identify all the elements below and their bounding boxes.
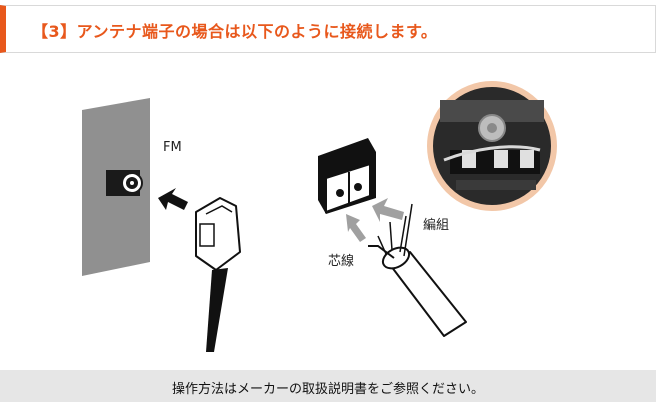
coax-cable <box>368 203 467 337</box>
section-heading-text: 【3】アンテナ端子の場合は以下のように接続します。 <box>32 22 438 41</box>
section-heading: 【3】アンテナ端子の場合は以下のように接続します。 <box>0 5 656 53</box>
fm-label: FM <box>163 140 182 155</box>
inset-photo <box>427 81 557 211</box>
arrow-braid <box>372 198 404 222</box>
footer-note-text: 操作方法はメーカーの取扱説明書をご参照ください。 <box>171 382 484 397</box>
arrow-core <box>346 214 366 242</box>
antenna-plug <box>195 197 241 352</box>
footer-note: 操作方法はメーカーの取扱説明書をご参照ください。 <box>0 370 656 402</box>
terminal-block <box>318 138 376 214</box>
braid-label: 編組 <box>423 218 450 233</box>
arrow-to-socket <box>158 188 188 210</box>
core-label: 芯線 <box>328 254 355 269</box>
connection-illustration <box>82 81 557 352</box>
fm-socket <box>106 170 143 196</box>
